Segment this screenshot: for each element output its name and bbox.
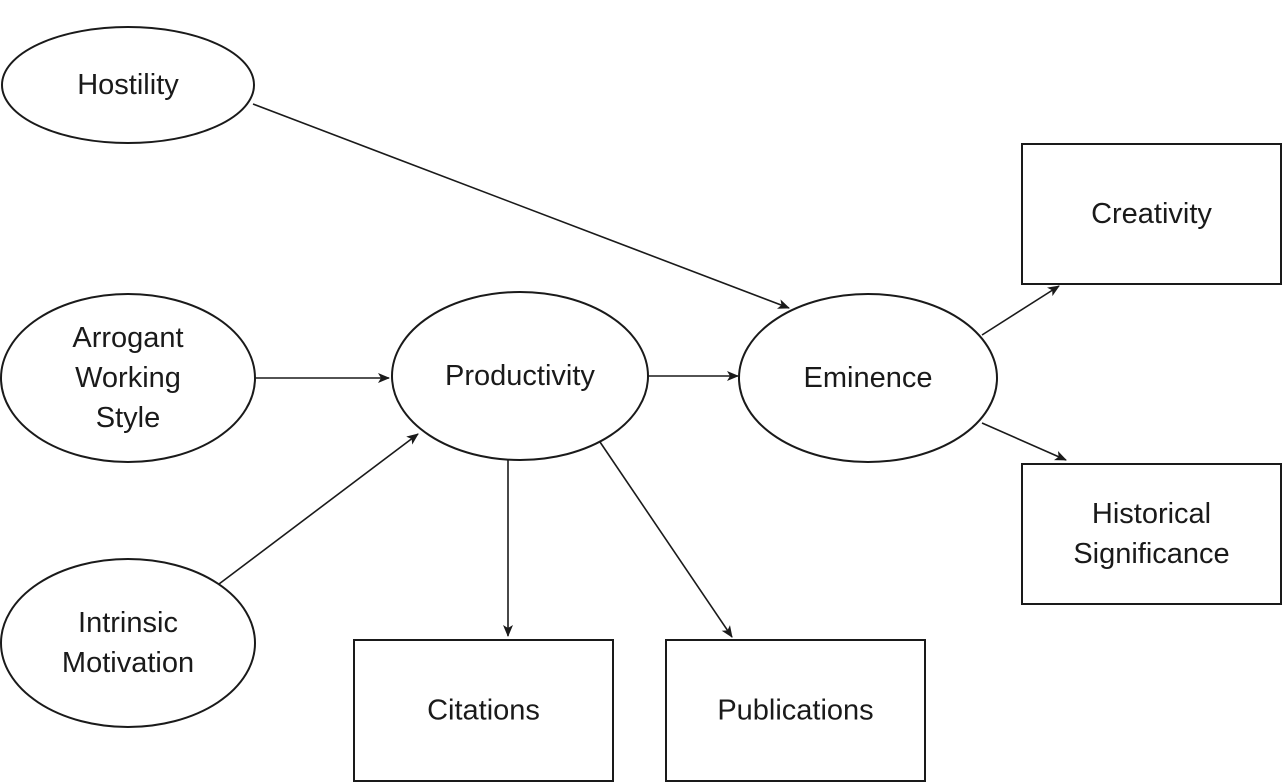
node-creativity: Creativity: [1021, 143, 1282, 285]
intrinsic-label-line-1: Intrinsic: [78, 607, 178, 639]
productivity-label-line-1: Productivity: [445, 360, 595, 392]
arrow-hostility-to-eminence: [252, 103, 790, 309]
arrogant-label-line-1: Arrogant: [72, 322, 183, 354]
arrogant-ellipse: [0, 293, 256, 463]
node-citations: Citations: [353, 639, 614, 782]
citations-box: [353, 639, 614, 782]
eminence-label-line-1: Eminence: [804, 362, 933, 394]
historical-label-line-2: Significance: [1073, 538, 1229, 570]
edges: [218, 103, 1067, 638]
arrow-intrinsic-to-productivity: [218, 433, 419, 585]
arrow-eminence-to-historical: [981, 422, 1067, 461]
intrinsic-ellipse: [0, 558, 256, 728]
hostility-label-line-1: Hostility: [77, 69, 179, 101]
node-publications: Publications: [665, 639, 926, 782]
hostility-ellipse: [1, 26, 255, 144]
publications-label-line-1: Publications: [717, 695, 873, 727]
nodes: HostilityArrogantWorkingStyleIntrinsicMo…: [0, 26, 1282, 782]
publications-box: [665, 639, 926, 782]
productivity-ellipse: [391, 291, 649, 461]
creativity-box: [1021, 143, 1282, 285]
node-eminence: Eminence: [738, 293, 998, 463]
historical-box: [1021, 463, 1282, 605]
creativity-label-line-1: Creativity: [1091, 198, 1212, 230]
arrow-eminence-to-creativity: [981, 285, 1060, 336]
intrinsic-label-line-2: Motivation: [62, 647, 194, 679]
node-productivity: Productivity: [391, 291, 649, 461]
citations-label-line-1: Citations: [427, 695, 540, 727]
arrow-productivity-to-publications: [599, 441, 733, 638]
eminence-ellipse: [738, 293, 998, 463]
arrogant-label-line-2: Working: [75, 362, 181, 394]
node-hostility: Hostility: [1, 26, 255, 144]
arrogant-label-line-3: Style: [96, 402, 160, 434]
historical-label-line-1: Historical: [1092, 498, 1211, 530]
